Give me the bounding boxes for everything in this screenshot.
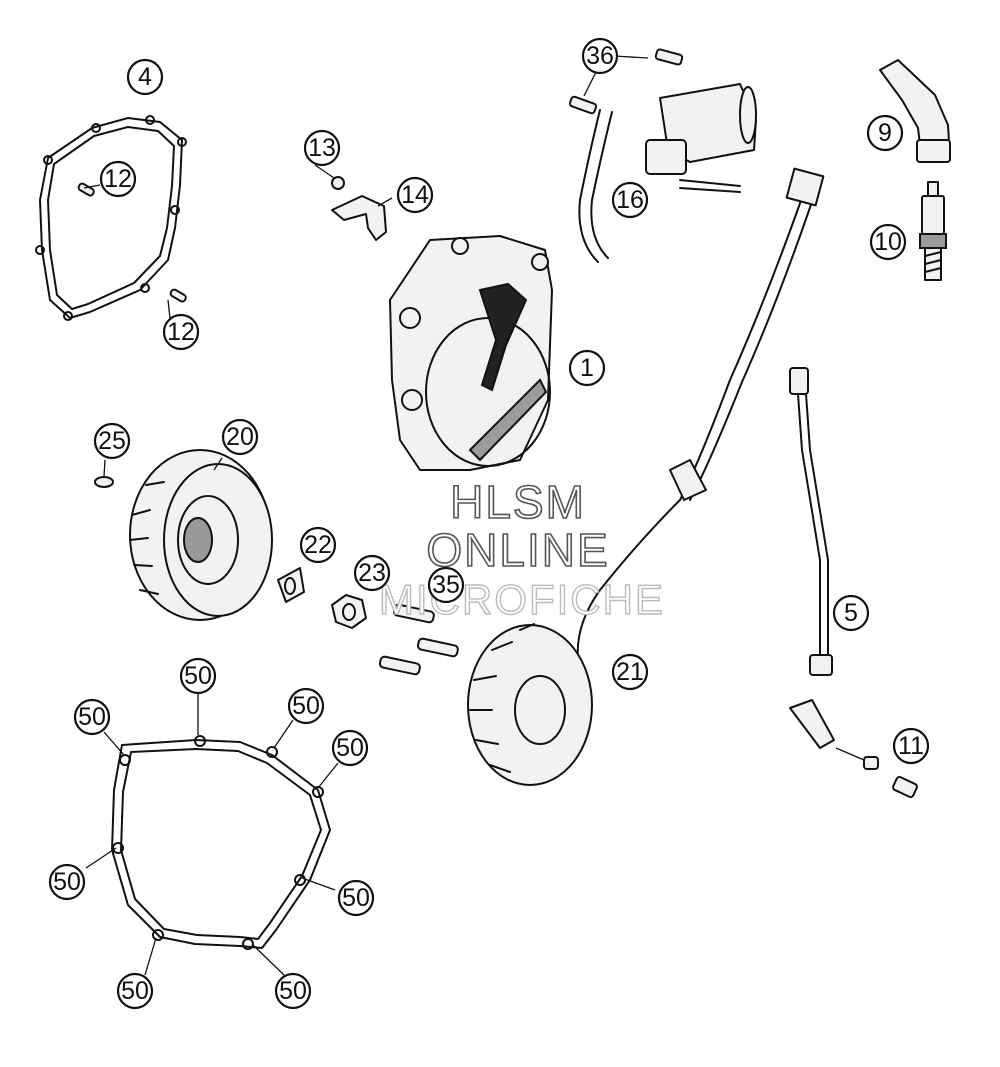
svg-text:50: 50 bbox=[292, 692, 320, 720]
svg-text:21: 21 bbox=[616, 658, 644, 686]
watermark-line-3: MICROFICHE bbox=[379, 576, 665, 623]
woodruff-key bbox=[94, 476, 114, 488]
svg-text:50: 50 bbox=[279, 977, 307, 1005]
svg-text:25: 25 bbox=[98, 427, 126, 455]
svg-text:5: 5 bbox=[844, 599, 858, 627]
spark-plug-connector bbox=[879, 59, 951, 163]
callout-16: 16 bbox=[611, 181, 649, 219]
svg-text:20: 20 bbox=[226, 423, 254, 451]
ignition-cover bbox=[389, 235, 553, 471]
callout-20: 20 bbox=[221, 418, 259, 456]
svg-text:50: 50 bbox=[336, 734, 364, 762]
stator-screw-3 bbox=[378, 655, 421, 676]
stator-screw-2 bbox=[416, 637, 459, 658]
svg-text:22: 22 bbox=[304, 531, 332, 559]
svg-text:14: 14 bbox=[401, 181, 429, 209]
ignition-coil bbox=[578, 83, 757, 263]
callout-10: 10 bbox=[869, 223, 907, 261]
svg-text:10: 10 bbox=[874, 228, 902, 256]
svg-text:16: 16 bbox=[616, 186, 644, 214]
callout-25: 25 bbox=[93, 422, 131, 460]
clip-screw bbox=[331, 176, 345, 190]
leader-lines bbox=[83, 55, 649, 976]
svg-text:11: 11 bbox=[898, 732, 924, 760]
watermark-line-2: ONLINE bbox=[426, 524, 609, 576]
svg-text:50: 50 bbox=[78, 703, 106, 731]
callout-12-lower: 12 bbox=[162, 313, 200, 351]
sensor-bolt bbox=[835, 747, 918, 799]
pulse-generator-cable bbox=[789, 367, 835, 749]
cable-clip bbox=[331, 195, 387, 241]
callout-14: 14 bbox=[396, 176, 434, 214]
watermark: HLSM ONLINE MICROFICHE bbox=[378, 475, 665, 624]
callout-36: 36 bbox=[581, 37, 619, 75]
svg-text:36: 36 bbox=[586, 42, 614, 70]
callout-50-top: 50 bbox=[179, 657, 217, 695]
svg-text:4: 4 bbox=[138, 63, 152, 91]
dowel-pin-upper bbox=[77, 182, 95, 197]
svg-text:50: 50 bbox=[121, 977, 149, 1005]
callout-50-upper-left: 50 bbox=[73, 698, 111, 736]
svg-text:13: 13 bbox=[308, 134, 336, 162]
svg-text:50: 50 bbox=[184, 662, 212, 690]
callout-13: 13 bbox=[303, 129, 341, 167]
svg-text:12: 12 bbox=[167, 318, 195, 346]
stator-cable bbox=[576, 167, 825, 661]
outer-cover-gasket bbox=[35, 115, 187, 321]
spark-plug bbox=[919, 181, 947, 281]
callout-11: 11 bbox=[892, 727, 930, 765]
dowel-pin-lower bbox=[169, 288, 187, 303]
stator bbox=[467, 623, 593, 786]
coil-bolt-upper bbox=[654, 48, 684, 66]
callout-12-upper: 12 bbox=[99, 160, 137, 198]
svg-text:35: 35 bbox=[432, 571, 460, 599]
callout-22: 22 bbox=[299, 526, 337, 564]
callout-23: 23 bbox=[353, 554, 391, 592]
stator-screw-1 bbox=[392, 603, 435, 624]
callout-1: 1 bbox=[568, 349, 606, 387]
svg-text:9: 9 bbox=[878, 119, 892, 147]
washer bbox=[277, 567, 305, 603]
svg-text:50: 50 bbox=[53, 868, 81, 896]
coil-bolt-lower bbox=[568, 95, 598, 115]
flywheel-nut bbox=[331, 594, 367, 629]
svg-text:23: 23 bbox=[358, 559, 386, 587]
svg-text:1: 1 bbox=[580, 354, 594, 382]
callout-5: 5 bbox=[832, 594, 870, 632]
callout-4: 4 bbox=[126, 58, 164, 96]
callout-50-bottom-left: 50 bbox=[116, 972, 154, 1010]
callout-35: 35 bbox=[427, 566, 465, 604]
callout-9: 9 bbox=[866, 114, 904, 152]
flywheel-rotor bbox=[129, 449, 273, 621]
callout-50-bottom-right: 50 bbox=[274, 972, 312, 1010]
callout-50-right: 50 bbox=[331, 729, 369, 767]
callout-50-upper-right: 50 bbox=[287, 687, 325, 725]
svg-text:50: 50 bbox=[342, 884, 370, 912]
watermark-line-1: HLSM bbox=[450, 476, 586, 528]
svg-text:12: 12 bbox=[104, 165, 132, 193]
callout-50-lower-right: 50 bbox=[337, 879, 375, 917]
inner-cover-gasket bbox=[111, 735, 331, 950]
callout-50-left: 50 bbox=[48, 863, 86, 901]
callout-21: 21 bbox=[611, 653, 649, 691]
